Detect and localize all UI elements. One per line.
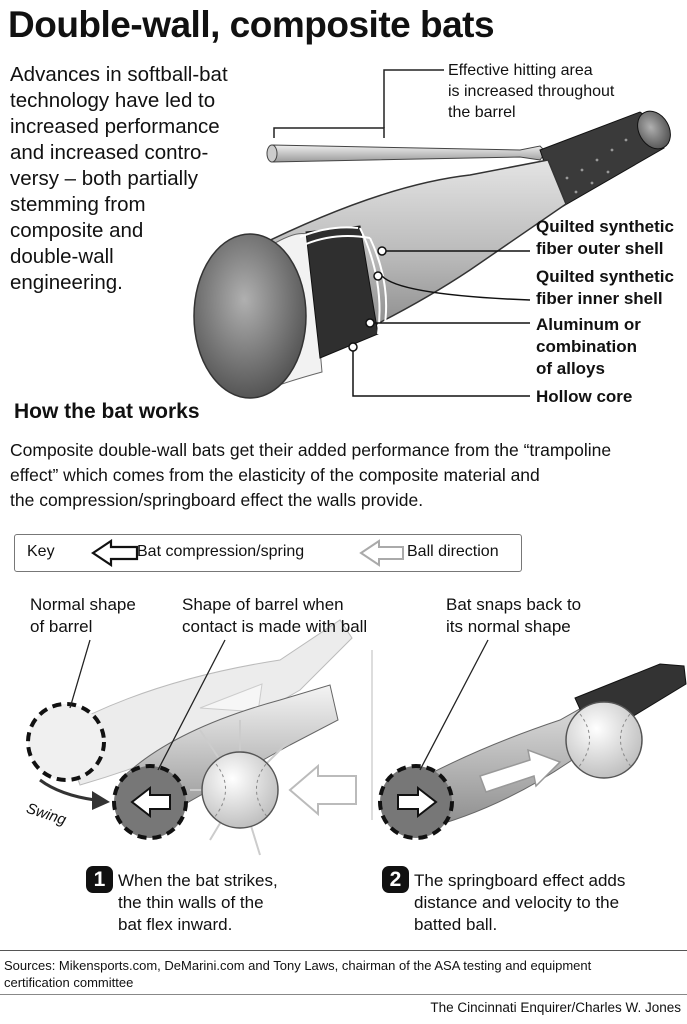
step-line: batted ball.: [414, 915, 498, 934]
hitting-area-bracket: [273, 127, 385, 138]
normal-shape-label: Normal shape of barrel: [30, 594, 136, 638]
bat-spring-arrow: [479, 748, 562, 793]
explanation-line: the compression/springboard effect the w…: [10, 490, 424, 510]
layer-leader-lines: [348, 246, 387, 352]
step-line: distance and velocity to the: [414, 893, 620, 912]
normal-barrel-outline: [26, 702, 106, 782]
intro-line: technology have led to: [10, 89, 216, 112]
credit-line: The Cincinnati Enquirer/Charles W. Jones: [430, 1000, 681, 1015]
step-line: When the bat strikes,: [118, 871, 278, 890]
contact-shape-label: Shape of barrel when contact is made wit…: [182, 594, 367, 638]
key-ball-label: Ball direction: [407, 543, 499, 560]
spring-arrow: [397, 785, 438, 819]
intro-line: double-wall: [10, 245, 114, 268]
sources-note: Sources: Mikensports.com, DeMarini.com a…: [4, 957, 684, 991]
bat-cutaway-illustration: [193, 69, 671, 399]
large-bat: [193, 110, 671, 399]
layer-label-inner-shell: Quilted synthetic fiber inner shell: [536, 266, 674, 310]
legend-key: Key Bat compression/spring Ball directio…: [14, 534, 522, 572]
credit-divider: [0, 994, 687, 995]
compression-arrow: [130, 785, 171, 819]
layer-label-outer-shell: Quilted synthetic fiber outer shell: [536, 216, 674, 260]
swing-arrow: [39, 778, 96, 802]
step-line: bat flex inward.: [118, 915, 233, 934]
layer-line: Quilted synthetic: [536, 267, 674, 286]
step-1-text: When the bat strikes, the thin walls of …: [118, 870, 278, 936]
layer-line: of alloys: [536, 359, 605, 378]
layer-line: fiber inner shell: [536, 289, 663, 308]
footer-divider: [0, 950, 687, 951]
sources-line: Sources: Mikensports.com, DeMarini.com a…: [4, 958, 592, 973]
hitting-area-line: Effective hitting area: [448, 62, 593, 79]
callout-line: Bat snaps back to: [446, 595, 582, 614]
intro-line: Advances in softball-bat: [10, 63, 228, 86]
intro-line: versy – both partially: [10, 167, 199, 190]
compression-arrow-icon: [91, 539, 139, 567]
callout-line: contact is made with ball: [182, 617, 368, 636]
explanation-line: Composite double-wall bats get their add…: [10, 440, 612, 460]
callout-line: Normal shape: [30, 595, 136, 614]
snaps-back-label: Bat snaps back to its normal shape: [446, 594, 581, 638]
intro-line: stemming from: [10, 193, 146, 216]
intro-line: engineering.: [10, 271, 123, 294]
layer-line: Hollow core: [536, 387, 633, 406]
step-line: The springboard effect adds: [414, 871, 626, 890]
callout-line: Shape of barrel when: [182, 595, 344, 614]
layer-line: fiber outer shell: [536, 239, 664, 258]
intro-line: and increased contro-: [10, 141, 209, 164]
intro-paragraph: Advances in softball-bat technology have…: [10, 62, 280, 296]
callout-line: its normal shape: [446, 617, 571, 636]
baseball-1: [190, 720, 291, 856]
hitting-area-line: is increased throughout: [448, 83, 615, 100]
layer-line: Quilted synthetic: [536, 217, 674, 236]
baseball-2: [565, 701, 643, 779]
step-number-1: 1: [86, 866, 113, 893]
hitting-area-leader: [383, 69, 444, 128]
ball-direction-arrow-icon: [359, 539, 404, 567]
layer-label-hollow-core: Hollow core: [536, 386, 632, 408]
key-compression-label: Bat compression/spring: [137, 543, 305, 560]
hitting-area-line: the barrel: [448, 104, 516, 121]
ball-direction-arrow: [288, 763, 357, 817]
callout-line: of barrel: [30, 617, 93, 636]
bat-flex-illustration: [26, 619, 687, 856]
intro-line: composite and: [10, 219, 144, 242]
key-label: Key: [27, 543, 55, 560]
intro-line: increased performance: [10, 115, 220, 138]
layer-line: Aluminum or: [536, 315, 641, 334]
hitting-area-label: Effective hitting area is increased thro…: [448, 60, 614, 123]
explanation-line: effect” which comes from the elasticity …: [10, 465, 540, 485]
small-bat-icon: [266, 144, 547, 163]
layer-label-aluminum: Aluminum or combination of alloys: [536, 314, 641, 380]
layer-line: combination: [536, 337, 638, 356]
step-line: the thin walls of the: [118, 893, 264, 912]
section-heading: How the bat works: [14, 400, 200, 423]
sources-line: certification committee: [4, 975, 134, 990]
page-title: Double-wall, composite bats: [8, 4, 495, 45]
explanation-paragraph: Composite double-wall bats get their add…: [10, 438, 682, 513]
step-number-2: 2: [382, 866, 409, 893]
step-2-text: The springboard effect adds distance and…: [414, 870, 625, 936]
